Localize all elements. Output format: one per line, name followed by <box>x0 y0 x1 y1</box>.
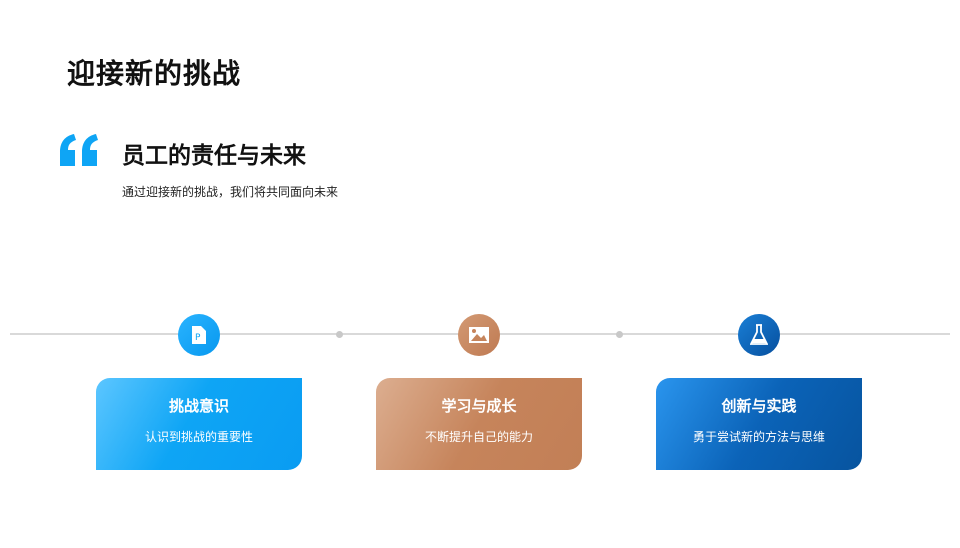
step-card-2: 学习与成长 不断提升自己的能力 <box>376 378 582 470</box>
document-icon: P <box>192 326 206 344</box>
step-card-1: 挑战意识 认识到挑战的重要性 <box>96 378 302 470</box>
step-title: 创新与实践 <box>721 397 797 415</box>
page-title: 迎接新的挑战 <box>67 57 242 90</box>
quote-text: 通过迎接新的挑战，我们将共同面向未来 <box>122 185 339 199</box>
svg-text:P: P <box>195 333 201 343</box>
timeline-dot <box>616 331 623 338</box>
image-icon <box>469 327 489 343</box>
step-1-marker: P <box>178 314 220 356</box>
step-title: 学习与成长 <box>441 397 517 415</box>
step-text: 勇于尝试新的方法与思维 <box>692 430 825 444</box>
step-text: 不断提升自己的能力 <box>424 430 533 444</box>
quote-icon <box>60 134 98 166</box>
step-title: 挑战意识 <box>168 397 229 415</box>
step-2-marker <box>458 314 500 356</box>
step-card-3: 创新与实践 勇于尝试新的方法与思维 <box>656 378 862 470</box>
step-3-marker <box>738 314 780 356</box>
timeline-dot <box>336 331 343 338</box>
flask-icon <box>750 324 768 345</box>
step-text: 认识到挑战的重要性 <box>144 430 253 444</box>
quote-heading: 员工的责任与未来 <box>122 143 306 169</box>
